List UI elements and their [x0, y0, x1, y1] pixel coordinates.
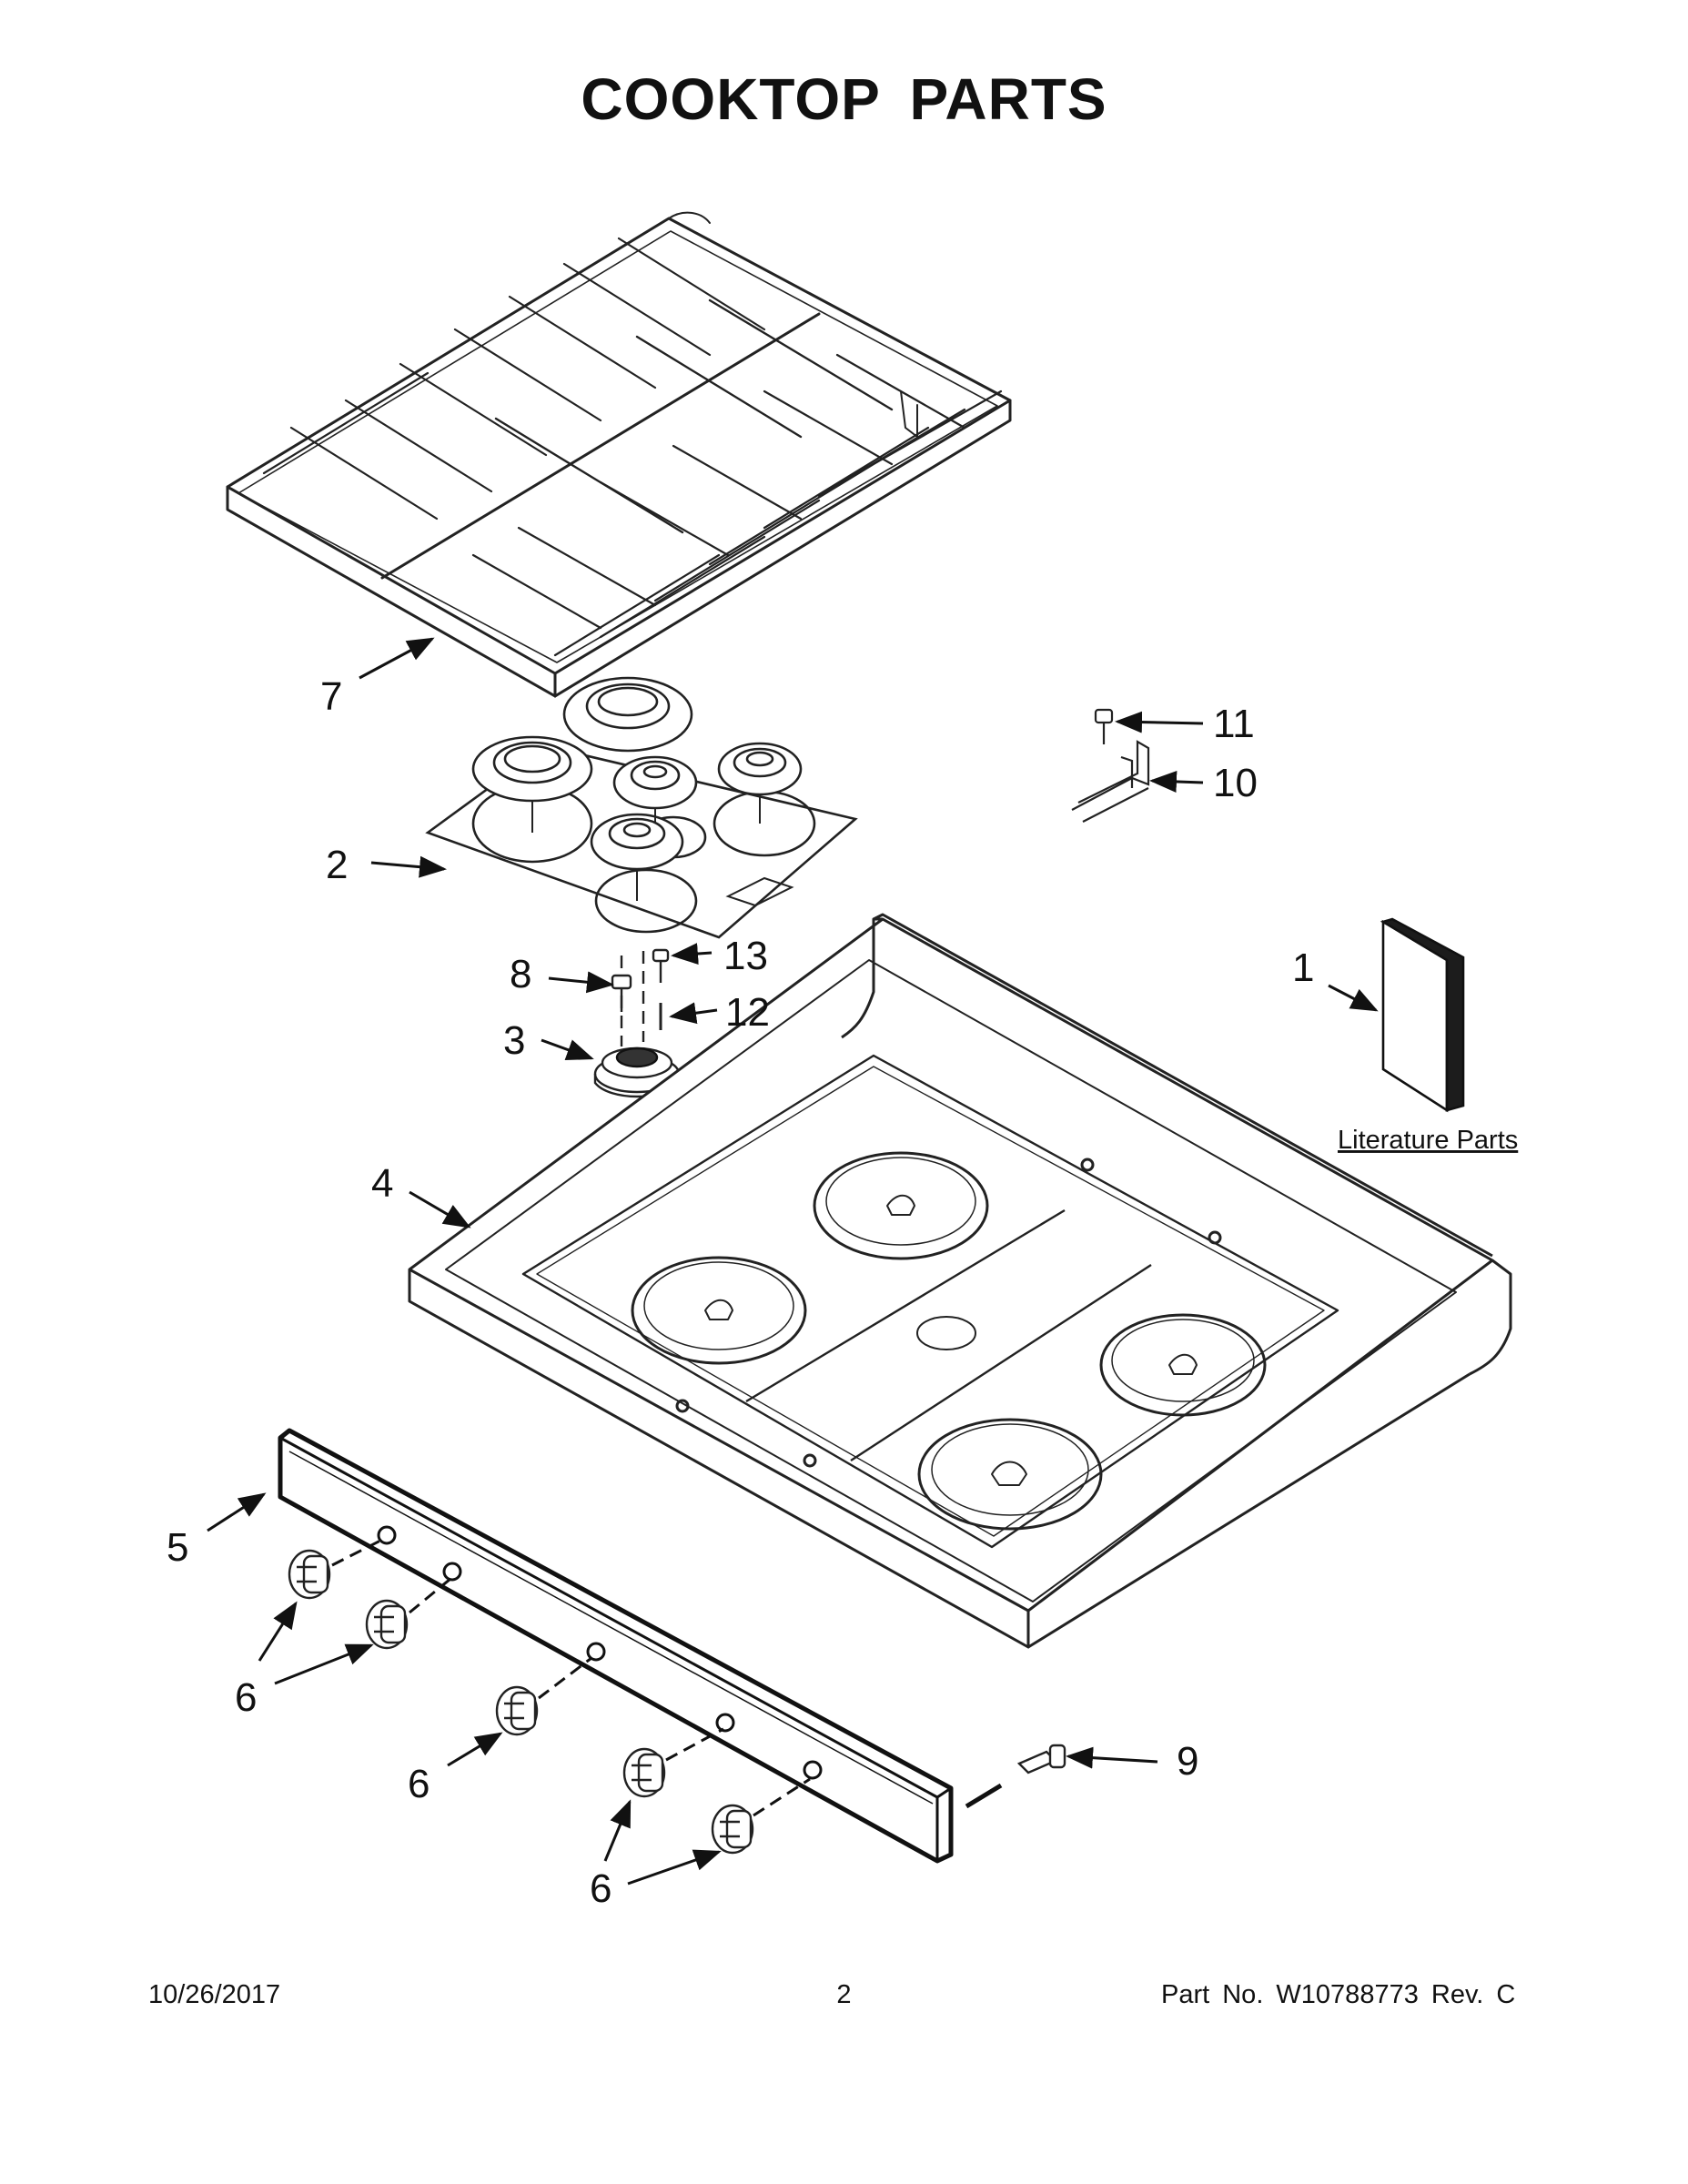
callout-9: 9: [1177, 1739, 1198, 1784]
callout-arrows: [207, 637, 1379, 1886]
literature-booklet-drawing: [1380, 917, 1465, 1113]
bracket-hardware-drawing: [1071, 708, 1150, 823]
footer-part-number: Part No. W10788773 Rev. C: [1161, 1980, 1516, 2009]
control-panel-drawing: [278, 1428, 954, 1864]
callout-12: 12: [725, 990, 770, 1035]
screw-9-drawing: [965, 1744, 1066, 1809]
callout-4: 4: [371, 1161, 393, 1206]
footer-date: 10/26/2017: [148, 1980, 281, 2009]
knobs-drawing: [288, 1538, 811, 1855]
burner-plate-drawing: [425, 676, 858, 939]
callout-3: 3: [503, 1018, 525, 1063]
literature-parts-label: Literature Parts: [1338, 1126, 1518, 1155]
callout-5: 5: [167, 1525, 188, 1570]
maintop-drawing: [408, 913, 1512, 1649]
callout-13: 13: [723, 934, 768, 978]
callout-7: 7: [320, 674, 342, 719]
callout-11: 11: [1213, 702, 1255, 746]
callout-6a: 6: [235, 1675, 257, 1720]
callout-6c: 6: [590, 1866, 612, 1911]
callout-8: 8: [510, 952, 531, 996]
footer-page-number: 2: [836, 1980, 852, 2009]
page-title: COOKTOP PARTS: [581, 66, 1107, 132]
callout-1: 1: [1292, 945, 1314, 990]
burner-hardware-drawing: [593, 948, 681, 1098]
callout-2: 2: [326, 843, 348, 887]
grate-drawing: [226, 211, 1012, 698]
callout-10: 10: [1213, 761, 1258, 805]
callout-6b: 6: [408, 1762, 430, 1806]
callout-labels: 7 2 8 13 12 3 11 10 1 4 5 6 6 6 9 Litera…: [167, 674, 1518, 1911]
